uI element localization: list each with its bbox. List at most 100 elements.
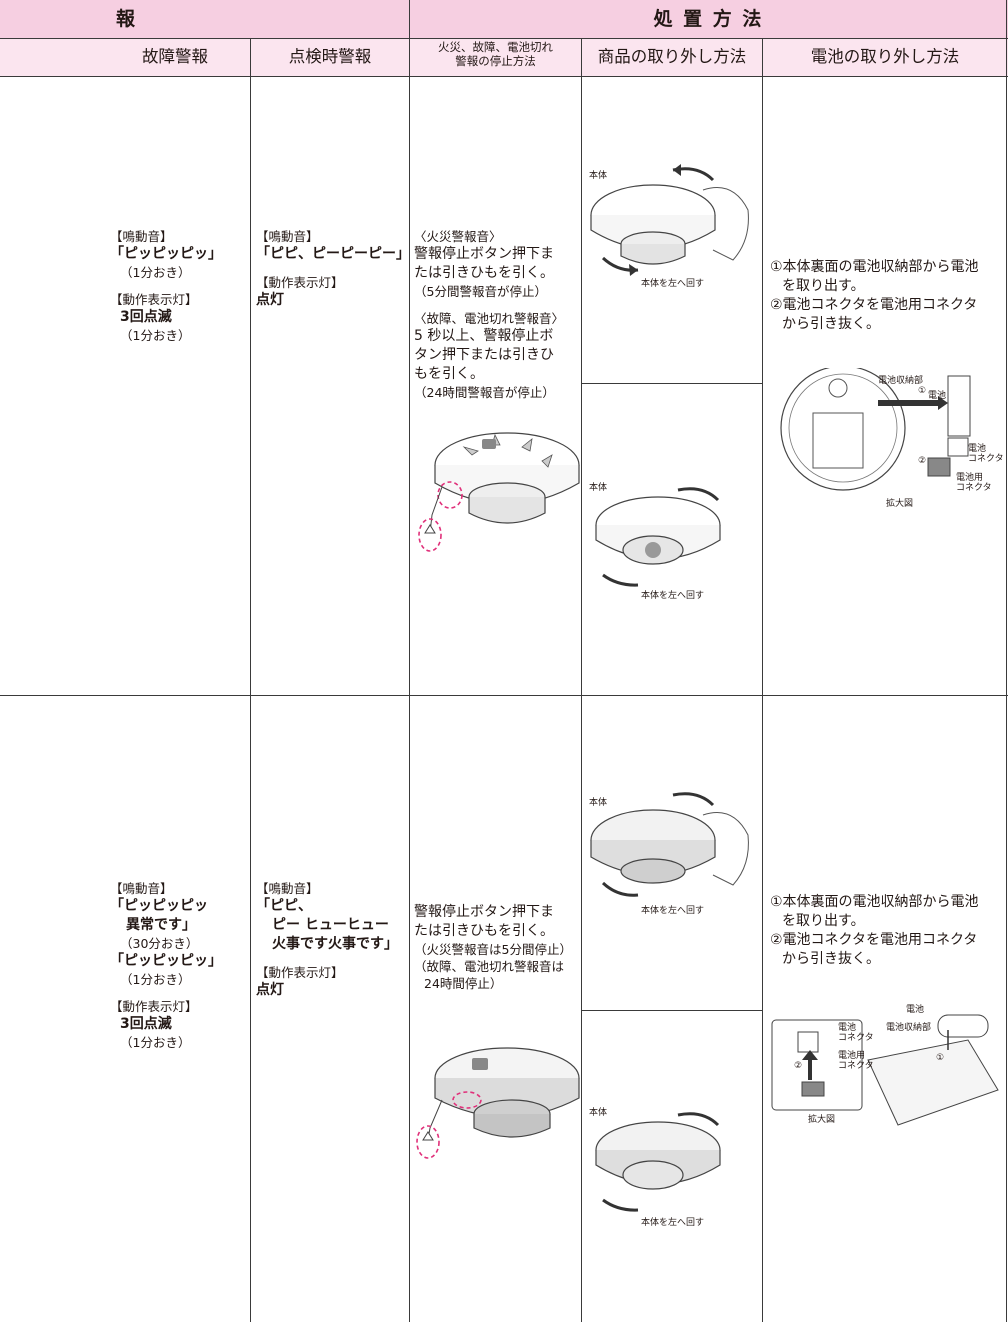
row2-img-num2: ② [794, 1061, 802, 1071]
grid-line [250, 38, 251, 1322]
grid-line [0, 76, 1008, 77]
row1-stop-fault-note: （24時間警報音が停止） [414, 385, 555, 400]
row2-fault-sound-value3: 「ピッピッピッ」 [110, 953, 222, 969]
row2-body-label-bottom: 本体 [589, 1106, 607, 1118]
row1-fault-sound-label: 【鳴動音】 [110, 229, 173, 244]
row2-battery-step1-line2: を取り出す。 [782, 913, 865, 929]
row1-img-num1: ① [918, 386, 926, 396]
row2-check-light-label: 【動作表示灯】 [256, 965, 344, 980]
row2-check-sound-value1: 「ピピ、 [256, 898, 312, 914]
row1-img-connector-for-battery: 電池用コネクタ [956, 471, 992, 493]
row1-check-light-value: 点灯 [256, 292, 284, 308]
row2-fault-sound-value1: 「ピッピッピッ [110, 898, 208, 914]
row1-body-label-top: 本体 [589, 169, 607, 181]
row1-img-enlarged: 拡大図 [886, 497, 913, 509]
row2-fault-light-interval: （1分おき） [120, 1035, 191, 1050]
row2-fault-cell: 【鳴動音】 「ピッピッピッ 異常です」 （30分おき） 「ピッピッピッ」 （1分… [110, 880, 248, 1051]
grid-line [581, 38, 582, 1322]
row2-img-num1: ① [936, 1053, 944, 1063]
row2-stop-line2: たは引きひもを引く。 [414, 923, 554, 939]
row1-fault-light-value: 3回点滅 [120, 309, 172, 325]
row1-stop-cell: 〈火災警報音〉 警報停止ボタン押下ま たは引きひもを引く。 （5分間警報音が停止… [414, 228, 580, 401]
row2-rotate-label-top: 本体を左へ回す [641, 904, 704, 916]
row2-img-battery-connector: 電池コネクタ [838, 1021, 874, 1043]
header-col-check: 点検時警報 [288, 47, 372, 66]
row2-product-removal-illustration-top: 本体 本体を左へ回す [589, 792, 749, 916]
row2-product-removal-illustration-bottom: 本体 本体を左へ回す [589, 1106, 721, 1228]
row2-img-battery: 電池 [906, 1003, 924, 1015]
row2-fault-sound-interval1: （30分おき） [120, 936, 199, 951]
row2-check-sound-value2: ピー ヒューヒュー [272, 917, 389, 933]
row2-fault-light-value: 3回点滅 [120, 1016, 172, 1032]
row1-stop-fault-line1: 5 秒以上、警報停止ボ [414, 328, 554, 344]
row1-check-cell: 【鳴動音】 「ピピ、ピーピーピー」 【動作表示灯】 点灯 [256, 228, 410, 310]
header-col-stop: 火災、故障、電池切れ 警報の停止方法 [438, 40, 553, 68]
row2-check-sound-label: 【鳴動音】 [256, 881, 319, 896]
row2-img-battery-holder: 電池収納部 [886, 1021, 931, 1033]
row2-battery-cell: ①本体裏面の電池収納部から電池 を取り出す。 ②電池コネクタを電池用コネクタ か… [770, 893, 1004, 969]
row2-check-cell: 【鳴動音】 「ピピ、 ピー ヒューヒュー 火事です火事です」 【動作表示灯】 点… [256, 880, 408, 1000]
row1-stop-fire-label: 〈火災警報音〉 [414, 229, 502, 244]
row2-fault-sound-label: 【鳴動音】 [110, 881, 173, 896]
row2-rotate-label-bottom: 本体を左へ回す [641, 1216, 704, 1228]
row1-battery-cell: ①本体裏面の電池収納部から電池 を取り出す。 ②電池コネクタを電池用コネクタ か… [770, 258, 1004, 334]
header-group-left: 報 [116, 8, 136, 30]
row2-check-sound-value3: 火事です火事です」 [272, 936, 398, 952]
grid-line [762, 38, 763, 1322]
row1-battery-step2-line2: から引き抜く。 [782, 316, 880, 332]
header-row-top [0, 0, 1008, 38]
row1-stop-fire-line1: 警報停止ボタン押下ま [414, 246, 554, 262]
row2-fault-sound-interval2: （1分おき） [120, 972, 191, 987]
row1-stop-fire-line2: たは引きひもを引く。 [414, 265, 554, 281]
row1-stop-fault-label: 〈故障、電池切れ警報音〉 [414, 311, 565, 326]
header-col-remove-product: 商品の取り外し方法 [597, 47, 747, 66]
row1-fault-sound-interval: （1分おき） [120, 265, 191, 280]
row2-battery-step2-line1: ②電池コネクタを電池用コネクタ [770, 932, 978, 948]
row2-body-label-top: 本体 [589, 796, 607, 808]
row1-rotate-label-bottom: 本体を左へ回す [641, 589, 704, 601]
row2-img-connector-for-battery: 電池用コネクタ [838, 1049, 874, 1071]
row1-battery-step1-line1: ①本体裏面の電池収納部から電池 [770, 259, 979, 275]
row1-product-removal-illustration-bottom: 本体 本体を左へ回す [589, 481, 721, 601]
row2-stop-note2: （故障、電池切れ警報音は [414, 959, 565, 974]
row1-body-label-bottom: 本体 [589, 481, 607, 493]
header-row-columns [0, 38, 1008, 76]
row2-check-light-value: 点灯 [256, 982, 284, 998]
row1-img-num2: ② [918, 456, 926, 466]
row1-battery-step1-line2: を取り出す。 [782, 278, 865, 294]
row1-fault-sound-value: 「ピッピッピッ」 [110, 246, 222, 262]
row2-stop-note3: 24時間停止） [424, 976, 503, 991]
row1-fault-cell: 【鳴動音】 「ピッピッピッ」 （1分おき） 【動作表示灯】 3回点滅 （1分おき… [110, 228, 248, 344]
row1-stop-fault-line3: もを引く。 [414, 366, 484, 382]
row2-detector-with-pullcord-illustration [416, 1047, 580, 1159]
row2-fault-sound-value2: 異常です」 [126, 917, 196, 933]
row2-stop-note1: （火災警報音は5分間停止） [414, 942, 572, 957]
grid-line [409, 0, 410, 1322]
row2-stop-cell: 警報停止ボタン押下ま たは引きひもを引く。 （火災警報音は5分間停止） （故障、… [414, 903, 580, 992]
row1-fault-light-interval: （1分おき） [120, 328, 191, 343]
grid-line [0, 38, 1008, 39]
row2-img-enlarged: 拡大図 [808, 1113, 835, 1125]
header-col-remove-battery: 電池の取り外し方法 [810, 47, 960, 66]
row1-fault-light-label: 【動作表示灯】 [110, 292, 198, 307]
row1-product-removal-illustration-top: 本体 本体を左へ回す [589, 164, 749, 289]
grid-line [1006, 0, 1007, 1322]
row2-battery-step1-line1: ①本体裏面の電池収納部から電池 [770, 894, 979, 910]
row2-stop-line1: 警報停止ボタン押下ま [414, 904, 554, 920]
grid-line [582, 1010, 763, 1011]
grid-line [0, 695, 1008, 696]
row1-battery-step2-line1: ②電池コネクタを電池用コネクタ [770, 297, 978, 313]
row1-img-battery-holder: 電池収納部 [878, 374, 923, 386]
row1-check-sound-label: 【鳴動音】 [256, 229, 319, 244]
row2-battery-step2-line2: から引き抜く。 [782, 951, 880, 967]
header-col-fault: 故障警報 [142, 47, 208, 66]
row1-battery-removal-illustration: 電池収納部 電池 ① ② 電池コネクタ 電池用コネクタ 拡大図 [780, 368, 1004, 509]
row1-check-sound-value: 「ピピ、ピーピーピー」 [256, 246, 410, 262]
row2-battery-removal-illustration: 電池 電池収納部 電池コネクタ 電池用コネクタ ① ② 拡大図 [771, 1003, 999, 1126]
row1-check-light-label: 【動作表示灯】 [256, 275, 344, 290]
row1-stop-fault-line2: タン押下または引きひ [414, 347, 554, 363]
row1-rotate-label-top: 本体を左へ回す [641, 277, 704, 289]
row1-img-battery: 電池 [928, 389, 946, 401]
row1-stop-fire-note: （5分間警報音が停止） [414, 284, 547, 299]
